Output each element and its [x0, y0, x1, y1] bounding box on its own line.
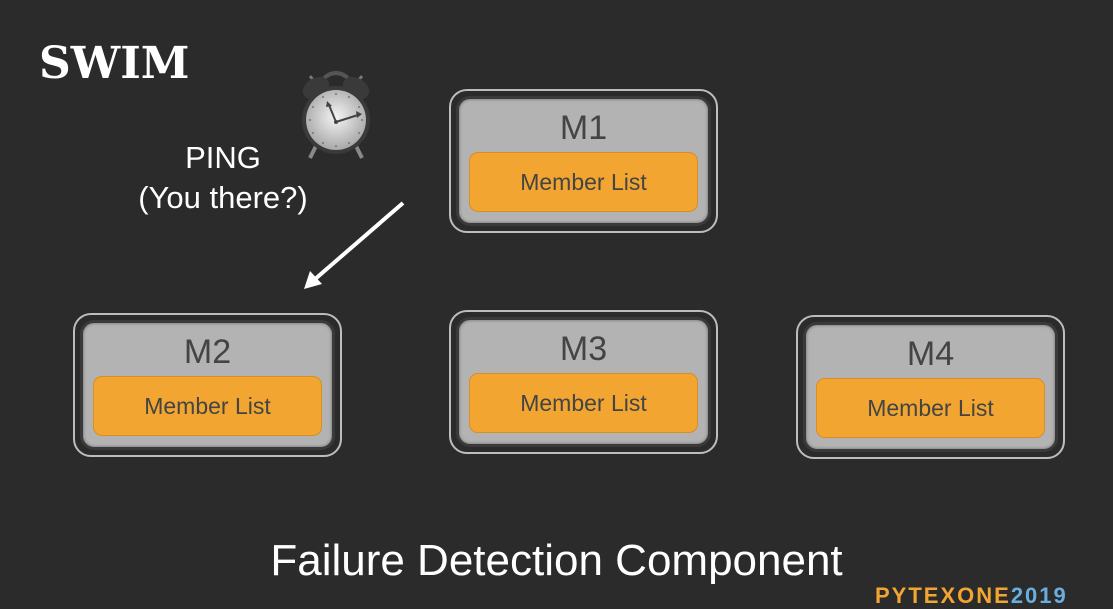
member-node-m4: M4 Member List — [796, 315, 1065, 459]
member-list: Member List — [816, 378, 1045, 438]
ping-label: PING — [185, 140, 261, 175]
member-node-m3: M3 Member List — [449, 310, 718, 454]
node-body: M2 Member List — [80, 320, 335, 450]
member-list: Member List — [469, 152, 698, 212]
node-name: M3 — [559, 330, 608, 368]
node-name: M2 — [183, 333, 232, 371]
member-node-m1: M1 Member List — [449, 89, 718, 233]
slide-caption: Failure Detection Component — [270, 536, 843, 585]
node-name: M1 — [559, 109, 608, 147]
logo-part-1: PYTEXONE — [875, 583, 1011, 608]
node-body: M1 Member List — [456, 96, 711, 226]
node-name: M4 — [906, 335, 955, 373]
ping-question: (You there?) — [138, 180, 308, 215]
member-node-m2: M2 Member List — [73, 313, 342, 457]
member-list: Member List — [93, 376, 322, 436]
node-body: M4 Member List — [803, 322, 1058, 452]
node-body: M3 Member List — [456, 317, 711, 447]
alarm-clock-icon — [302, 71, 370, 159]
ping-message: PING (You there?) — [108, 138, 338, 218]
conference-logo: PYTEXONE2019 — [875, 583, 1068, 609]
slide-title: SWIM — [39, 38, 190, 89]
logo-part-2: 2019 — [1010, 583, 1068, 608]
member-list: Member List — [469, 373, 698, 433]
